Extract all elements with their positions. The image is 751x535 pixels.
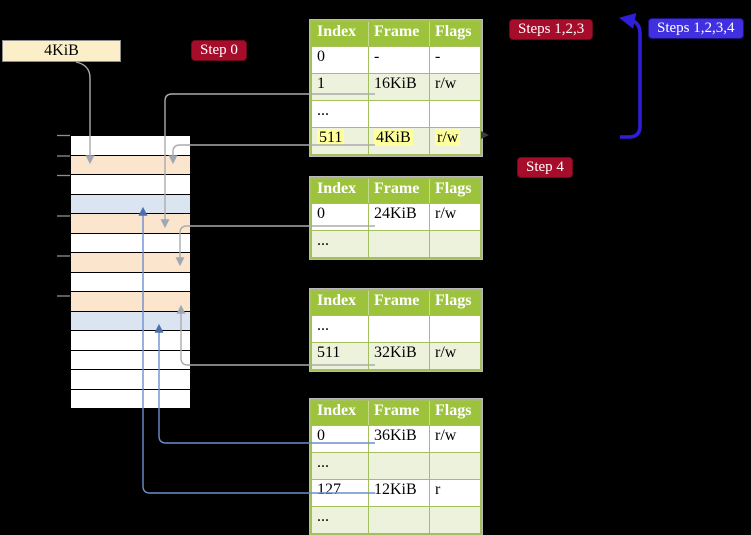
memory-row [71, 389, 190, 409]
table-cell: 511 [312, 343, 369, 369]
table-cell: ... [312, 507, 369, 533]
table-row: 511 4KiB r/w [312, 128, 480, 154]
memory-row [71, 175, 190, 195]
table-cell: ... [312, 231, 369, 257]
table-row: ... [312, 316, 480, 343]
table-row: ... [312, 101, 480, 128]
column-header: Index [312, 22, 369, 46]
table-cell: - [435, 48, 441, 65]
memory-row [71, 370, 190, 390]
table-cell: ... [312, 316, 369, 342]
memory-row [71, 194, 190, 214]
table-cell [430, 316, 480, 342]
memory-row [71, 136, 190, 156]
table-cell: - [369, 47, 430, 73]
steps1234-badge: Steps 1,2,3,4 [648, 18, 744, 39]
table-cell: 24KiB [369, 204, 430, 230]
column-header: Flags [435, 402, 472, 419]
column-header: Flags [435, 23, 472, 40]
table-row: ... [312, 453, 480, 480]
memory-row [71, 292, 190, 312]
memory-row [71, 214, 190, 234]
frame-size-label: 4KiB [2, 40, 121, 62]
memory-column [71, 135, 190, 409]
table1-side-mark [481, 131, 489, 139]
table-cell [369, 453, 430, 479]
highlighted-value: 511 [317, 129, 345, 146]
memory-row [71, 155, 190, 175]
table-cell [369, 507, 430, 533]
column-header: Frame [369, 179, 430, 203]
table-cell: 0 [312, 204, 369, 230]
table-cell: r/w [435, 427, 457, 444]
steps123-badge: Steps 1,2,3 [509, 19, 594, 40]
column-header: Frame [369, 401, 430, 425]
table-cell [430, 231, 480, 257]
memory-row [71, 311, 190, 331]
step4-badge: Step 4 [517, 157, 573, 178]
table-cell: 0 [312, 47, 369, 73]
memory-row [71, 253, 190, 273]
column-header: Flags [435, 292, 472, 309]
table-cell [430, 453, 480, 479]
table-row: ... [312, 231, 480, 257]
table-cell [369, 231, 430, 257]
column-header: Flags [435, 180, 472, 197]
column-header: Index [312, 401, 369, 425]
memory-row [71, 331, 190, 351]
table-cell: 12KiB [369, 480, 430, 506]
table-cell: 36KiB [369, 426, 430, 452]
memory-row [71, 233, 190, 253]
step0-badge: Step 0 [191, 40, 247, 61]
table-cell [369, 101, 430, 127]
table-cell: 0 [312, 426, 369, 452]
table-cell: 127 [312, 480, 369, 506]
steps-loop-arrow [619, 13, 642, 139]
table-cell: 16KiB [369, 74, 430, 100]
highlighted-value: r/w [435, 129, 461, 146]
highlighted-value: 4KiB [374, 129, 413, 146]
column-header: Index [312, 291, 369, 315]
table-cell: r/w [435, 344, 457, 361]
table-cell: 511 [312, 128, 369, 154]
column-header: Frame [369, 291, 430, 315]
table-cell: ... [312, 453, 369, 479]
table-cell: 4KiB [369, 128, 430, 154]
table-cell: r/w [430, 128, 480, 154]
table-cell: 1 [312, 74, 369, 100]
table-cell: 32KiB [369, 343, 430, 369]
table-cell: r [435, 481, 441, 498]
memory-row [71, 272, 190, 292]
table-cell: r/w [435, 75, 457, 92]
table-cell [430, 101, 480, 127]
column-header: Frame [369, 22, 430, 46]
table-cell [430, 507, 480, 533]
table-cell [369, 316, 430, 342]
table-row: 0-- [312, 47, 480, 74]
column-header: Index [312, 179, 369, 203]
table-cell: r/w [435, 205, 457, 222]
memory-row [71, 350, 190, 370]
memory-ticks [57, 134, 70, 297]
table-cell: ... [312, 101, 369, 127]
table-row: ... [312, 507, 480, 533]
